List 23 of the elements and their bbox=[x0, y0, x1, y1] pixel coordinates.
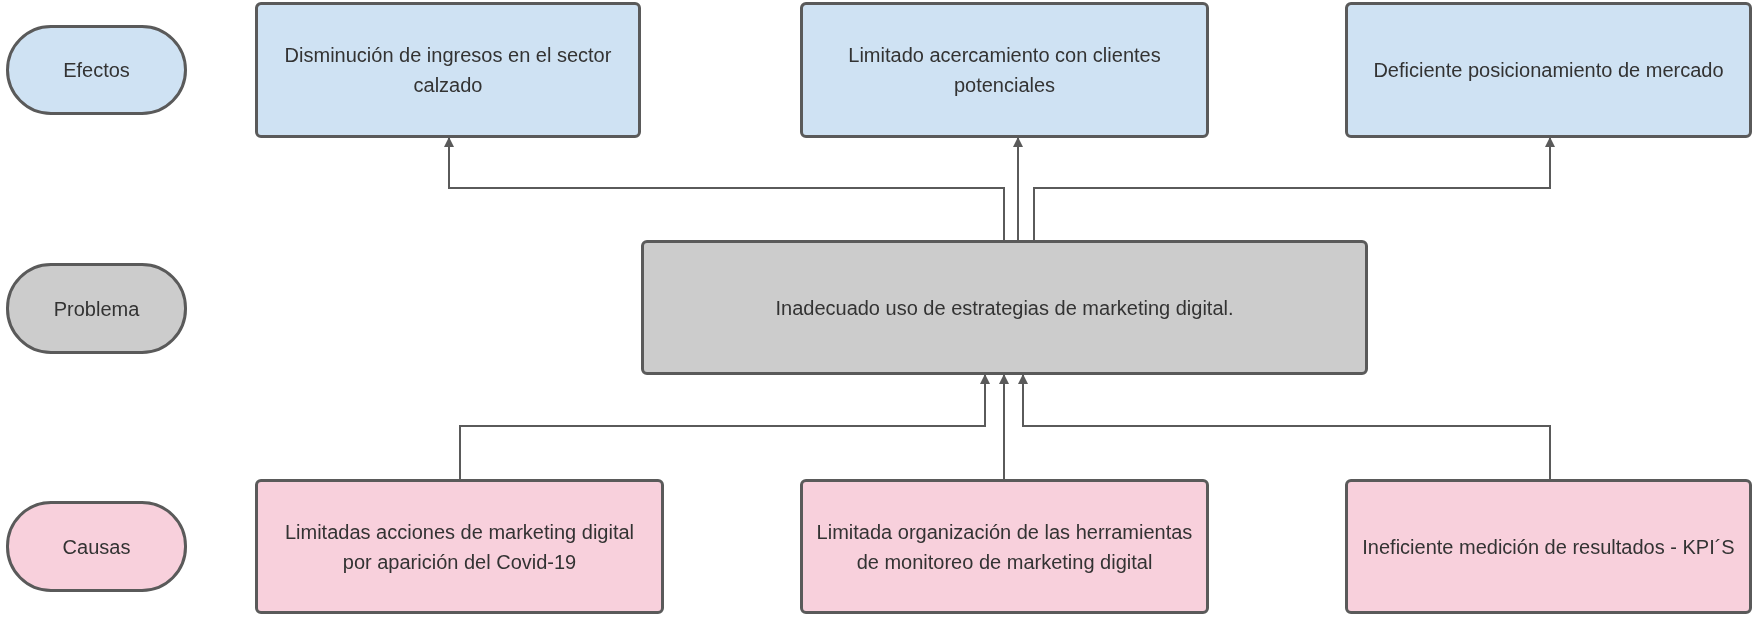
effect-box bbox=[1345, 2, 1752, 138]
arrow bbox=[444, 137, 1005, 241]
cause-box bbox=[255, 479, 664, 614]
box-text: Limitada organización de las herramientas de monitoreo de marketing digital bbox=[815, 519, 1194, 575]
box-text: Disminución de ingresos en el sector calzado bbox=[283, 43, 613, 98]
arrow bbox=[999, 374, 1009, 480]
effect-box bbox=[255, 2, 641, 138]
arrow bbox=[1033, 137, 1555, 241]
arrow bbox=[1018, 374, 1551, 480]
box-text: Efectos bbox=[63, 58, 130, 83]
arrow bbox=[1013, 137, 1023, 241]
problem-box bbox=[641, 240, 1368, 375]
arrow bbox=[459, 374, 990, 480]
effect-box bbox=[800, 2, 1209, 138]
box-text: Problema bbox=[53, 296, 140, 322]
cause-box bbox=[1345, 479, 1752, 614]
box-text: Limitadas acciones de marketing digital por aparición del Covid-19 bbox=[283, 519, 636, 575]
box-text: Limitado acercamiento con clientes potenciales bbox=[847, 43, 1162, 98]
cause-box bbox=[800, 479, 1209, 614]
box-text: Causas bbox=[62, 534, 131, 560]
box-text: Ineficiente medición de resultados - KPI´S bbox=[1362, 534, 1735, 560]
box-text: Deficiente posicionamiento de mercado bbox=[1373, 58, 1724, 83]
box-text: Inadecuado uso de estrategias de marketing digital. bbox=[775, 295, 1234, 321]
